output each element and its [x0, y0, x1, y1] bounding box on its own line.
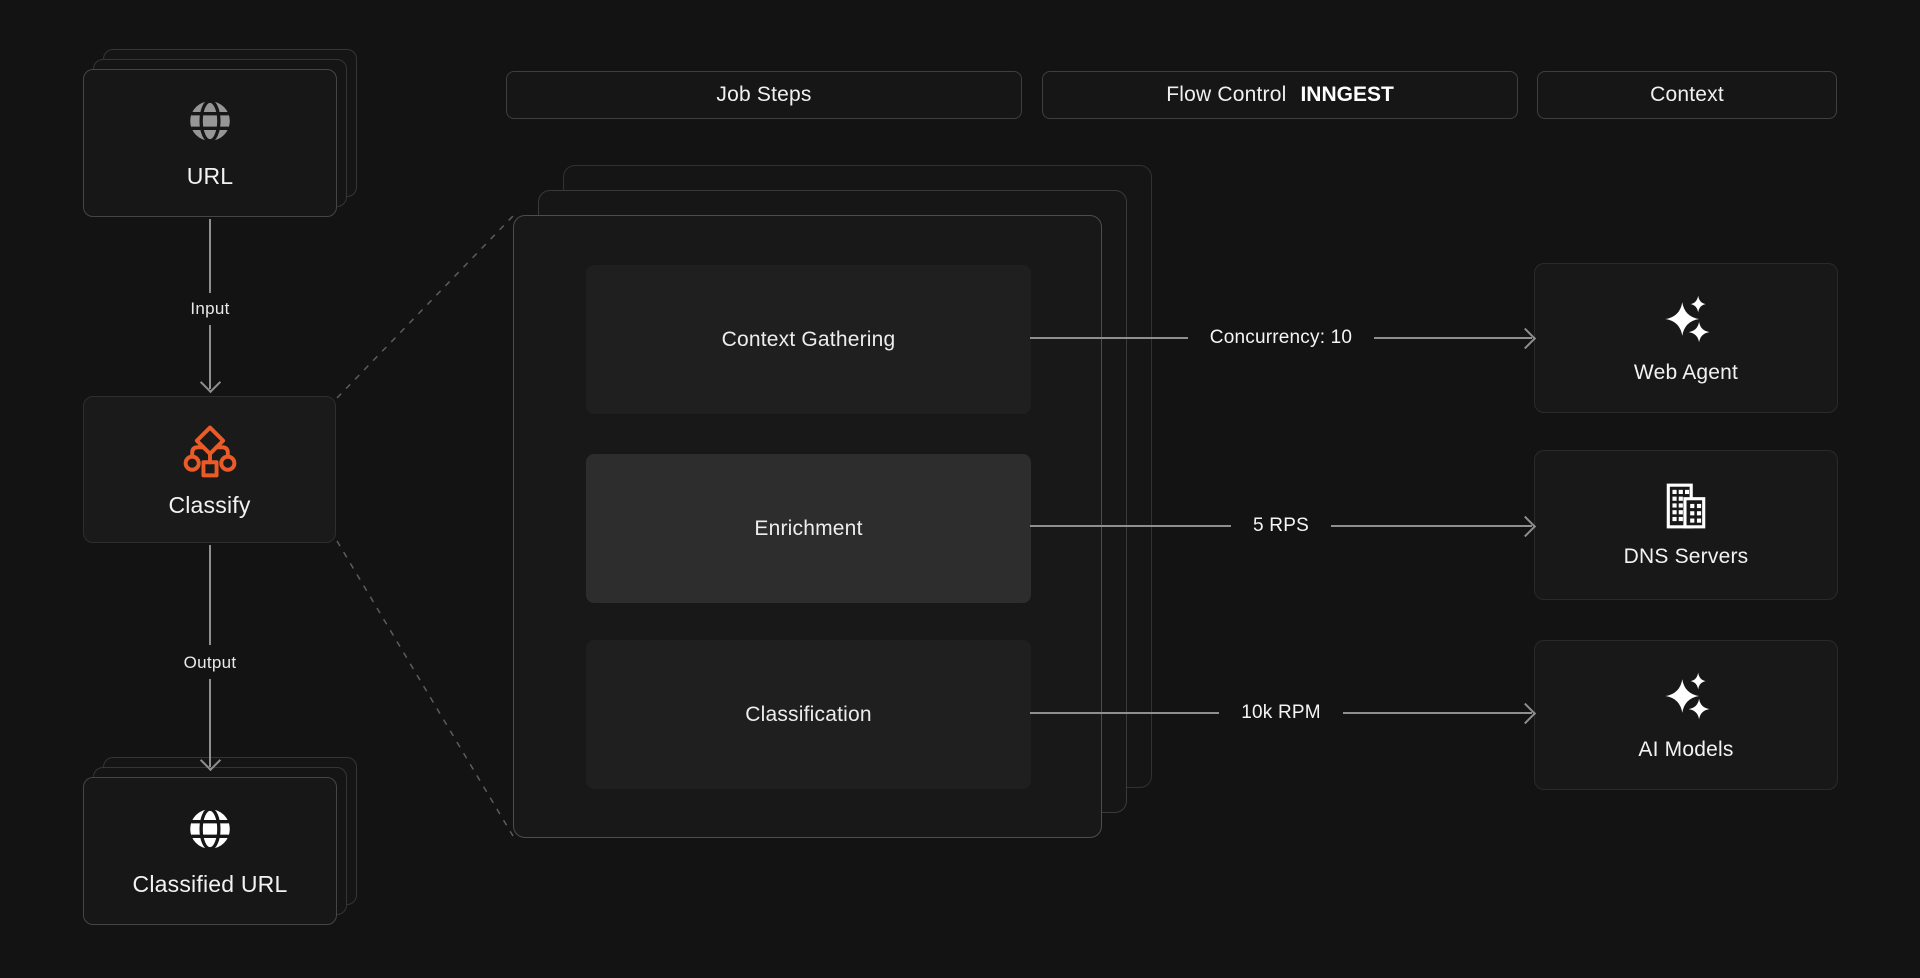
arrow-rpm: 10k RPM [1030, 698, 1533, 728]
step-context-gathering-label: Context Gathering [721, 327, 896, 351]
context-node-web-agent: Web Agent [1534, 263, 1838, 413]
arrow-head-icon [1342, 712, 1533, 714]
sparkles-icon [1658, 291, 1714, 352]
arrow-rps-label: 5 RPS [1253, 515, 1309, 536]
classified-url-node: Classified URL [83, 777, 337, 925]
arrow-concurrency: Concurrency: 10 [1030, 323, 1532, 353]
output-arrow-head [209, 679, 211, 767]
arrow-rps: 5 RPS [1030, 511, 1533, 541]
header-job-steps-label: Job Steps [716, 83, 812, 106]
classify-node-label: Classify [168, 491, 251, 518]
input-arrow-head [209, 325, 211, 389]
arrow-head-icon [1330, 525, 1533, 527]
web-agent-label: Web Agent [1633, 361, 1739, 384]
header-flow-control-label: Flow Control [1166, 83, 1287, 106]
globe-icon [185, 96, 235, 151]
header-context-label: Context [1650, 83, 1724, 106]
inngest-wordmark: INNGEST [1300, 83, 1394, 106]
step-enrichment-label: Enrichment [754, 516, 863, 540]
header-job-steps: Job Steps [506, 71, 1022, 119]
arrow-concurrency-label: Concurrency: 10 [1209, 327, 1353, 348]
step-classification: Classification [586, 640, 1031, 789]
arrow-head-icon [1374, 337, 1532, 339]
arrow-line [1030, 337, 1188, 339]
input-arrow-line [209, 219, 211, 293]
globe-icon [185, 804, 235, 859]
job-steps-panel: Context Gathering Enrichment Classificat… [513, 215, 1102, 838]
ai-models-label: AI Models [1638, 738, 1734, 761]
output-arrow-line [209, 545, 211, 645]
classified-url-node-label: Classified URL [132, 871, 288, 897]
step-enrichment: Enrichment [586, 454, 1031, 603]
dns-servers-label: DNS Servers [1623, 545, 1749, 568]
context-node-ai-models: AI Models [1534, 640, 1838, 790]
classify-tree-icon [180, 421, 240, 486]
step-classification-label: Classification [745, 702, 872, 726]
sparkles-icon [1658, 668, 1714, 729]
header-context: Context [1537, 71, 1837, 119]
context-node-dns-servers: DNS Servers [1534, 450, 1838, 600]
url-node: URL [83, 69, 337, 217]
input-edge-label: Input [190, 299, 230, 318]
step-context-gathering: Context Gathering [586, 265, 1031, 414]
url-node-label: URL [186, 163, 234, 189]
building-icon [1661, 481, 1711, 536]
arrow-line [1030, 712, 1220, 714]
arrow-rpm-label: 10k RPM [1241, 702, 1321, 723]
arrow-line [1030, 525, 1232, 527]
header-flow-control: Flow Control INNGEST [1042, 71, 1518, 119]
output-edge-label: Output [183, 653, 237, 672]
classify-node: Classify [83, 396, 336, 543]
